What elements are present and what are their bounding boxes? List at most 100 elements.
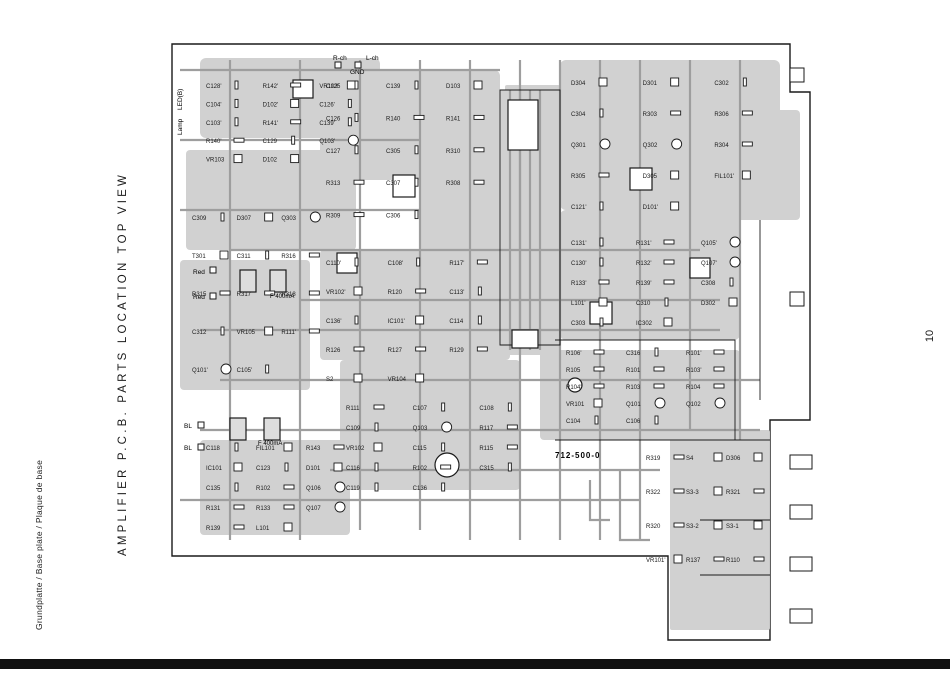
- fuses: [229, 269, 287, 441]
- component-d101-: D101': [643, 201, 680, 211]
- component-label: R322: [646, 490, 661, 496]
- component-symbol: [441, 402, 446, 412]
- component-label: Q102: [686, 402, 701, 408]
- component-c304: C304: [571, 108, 604, 118]
- component-symbol: [415, 346, 427, 352]
- component-label: R117': [449, 261, 464, 267]
- component-q101: Q101: [626, 397, 666, 409]
- board-code: 712-500-0: [555, 451, 600, 460]
- component-label: C312: [192, 330, 207, 336]
- ic-block: [507, 99, 539, 151]
- component-label: VR102: [346, 446, 365, 452]
- component-label: VR103: [206, 158, 225, 164]
- component-c114: C114: [449, 315, 482, 325]
- component-r313: R313: [326, 179, 365, 187]
- jack-connectors: [789, 67, 813, 624]
- component-symbol: [265, 250, 270, 260]
- component-symbol: [334, 481, 346, 493]
- component-symbol: [441, 482, 446, 492]
- component-symbol: [654, 347, 659, 357]
- component-r142-: R142': [263, 82, 302, 90]
- component-r103-: R103': [686, 366, 725, 374]
- component-label: C315: [479, 466, 494, 472]
- component-label: VR104: [388, 377, 407, 383]
- component-symbol: [477, 286, 482, 296]
- component-label: Q107: [306, 506, 321, 512]
- component-vr101-: VR101': [646, 554, 683, 564]
- component-r129: R129: [449, 346, 488, 354]
- component-r141: R141: [446, 114, 485, 122]
- component-symbol: [713, 383, 725, 389]
- component-symbol: [233, 462, 243, 472]
- component-symbol: [729, 277, 734, 287]
- component-label: VR102': [326, 290, 346, 296]
- switch-s2: [511, 329, 539, 349]
- component-symbol: [599, 201, 604, 211]
- component-vr101: VR101: [566, 398, 603, 408]
- component-symbol: [599, 108, 604, 118]
- component-c121-: C121': [571, 201, 604, 211]
- component-symbol: [291, 135, 296, 145]
- component-label: R101': [686, 351, 702, 357]
- component-r106-: R106': [566, 349, 605, 357]
- component-q101-: Q101': [192, 363, 232, 375]
- label-r-ch: R-ch: [333, 55, 347, 62]
- component-symbol: [373, 404, 385, 410]
- component-label: C113': [449, 290, 464, 296]
- component-label: R127: [388, 348, 403, 354]
- component-symbol: [414, 145, 419, 155]
- component-label: C136': [326, 319, 342, 325]
- component-vr102: VR102: [346, 442, 383, 452]
- component-label: C136: [413, 486, 428, 492]
- component-label: C128': [206, 84, 222, 90]
- component-label: R115: [479, 446, 494, 452]
- component-symbol: [741, 141, 753, 147]
- component-label: D102: [263, 158, 278, 164]
- component-label: R313: [326, 181, 341, 187]
- component-symbol: [753, 556, 765, 562]
- component-symbol: [673, 522, 685, 528]
- component-symbol: [354, 80, 359, 90]
- component-s3-3: S3-3: [686, 486, 723, 496]
- component-label: C311: [237, 254, 252, 260]
- component-c135: C135: [206, 482, 239, 492]
- component-label: C107: [413, 406, 428, 412]
- component-c306: C306: [386, 210, 419, 220]
- component-label: C106: [626, 419, 641, 425]
- component-symbol: [753, 520, 763, 530]
- component-r110: R110: [726, 556, 765, 564]
- component-l101-: L101': [571, 297, 608, 307]
- component-symbol: [354, 112, 359, 122]
- component-r117: R117: [479, 424, 518, 432]
- component-c128-: C128': [206, 80, 239, 90]
- component-label: Q107': [701, 261, 717, 267]
- component-label: R102: [256, 486, 271, 492]
- component-c131-: C131': [571, 237, 604, 247]
- component-label: Q103': [319, 139, 335, 145]
- component-label: IC101': [388, 319, 405, 325]
- component-label: R133: [256, 506, 271, 512]
- component-symbol: [234, 117, 239, 127]
- component-label: R131: [206, 506, 221, 512]
- component-symbol: [353, 212, 365, 218]
- component-symbol: [653, 366, 665, 372]
- component-r132-: R132': [636, 259, 675, 267]
- component-label: Q105': [701, 241, 717, 247]
- component-label: VR105: [237, 330, 256, 336]
- component-r120: R120: [388, 288, 427, 296]
- component-label: R139: [206, 526, 221, 532]
- component-label: R132': [636, 261, 652, 267]
- component-label: C316: [626, 351, 641, 357]
- component-symbol: [353, 346, 365, 352]
- component-symbol: [290, 82, 302, 88]
- component-label: D101: [306, 466, 321, 472]
- component-symbol: [333, 462, 343, 472]
- component-label: C302: [714, 81, 729, 87]
- component-symbol: [233, 154, 243, 164]
- component-symbol: [670, 77, 680, 87]
- component-r316: R316: [281, 252, 320, 260]
- component-symbol: [594, 415, 599, 425]
- component-r303: R303: [643, 110, 682, 118]
- component-symbol: [333, 444, 345, 450]
- component-c119: C119: [346, 482, 379, 492]
